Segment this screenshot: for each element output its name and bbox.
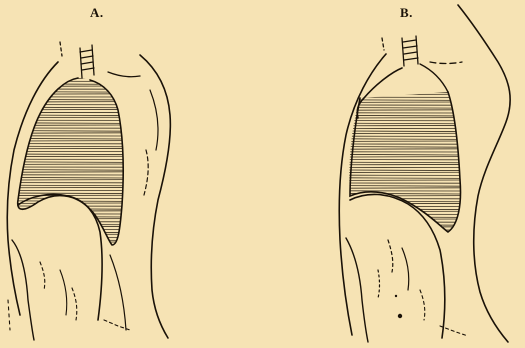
hatch-line [10,162,130,163]
hatch-line [345,209,465,210]
hatch-line [345,92,465,93]
figure-b-fluid-shading [345,92,465,235]
figure-b-back-contour [458,5,510,342]
hatch-line [345,178,465,179]
figure-a-back-contour [140,55,170,338]
hatch-line [345,154,465,155]
figure-a-diaphragm [18,194,102,320]
hatch-line [345,193,465,194]
hatch-line [10,99,130,100]
hatch-line [345,170,465,171]
hatch-line [345,217,465,218]
hatch-line [10,193,130,194]
hatch-line [10,177,130,178]
hatch-line [345,139,465,140]
hatch-line [345,162,465,163]
hatch-line [10,248,130,249]
hatch-line [10,232,130,233]
hatch-line [10,115,130,116]
hatch-line [345,123,465,124]
hatch-line [10,76,130,77]
hatch-line [10,131,130,132]
hatch-line [10,240,130,241]
hatch-line [345,147,465,148]
hatch-line [10,84,130,85]
hatch-line [345,186,465,187]
hatch-line [10,224,130,225]
hatch-line [345,225,465,226]
hatch-line [10,216,130,217]
hatch-line [10,154,130,155]
hatch-line [10,123,130,124]
hatch-line [10,170,130,171]
figure-a [7,42,170,340]
figure-a-trachea [60,42,140,78]
hatch-line [345,131,465,132]
figure-b-trachea [382,36,462,66]
hatch-line [345,115,465,116]
hatch-line [10,201,130,202]
figure-b [339,5,510,342]
hatch-line [345,100,465,101]
hatch-line [10,138,130,139]
figure-a-lung-shading [10,76,130,248]
hatch-line [10,92,130,93]
hatch-line [345,108,465,109]
hatch-line [10,185,130,186]
figure-a-lung-outline [18,78,124,245]
hatch-line [345,232,465,233]
